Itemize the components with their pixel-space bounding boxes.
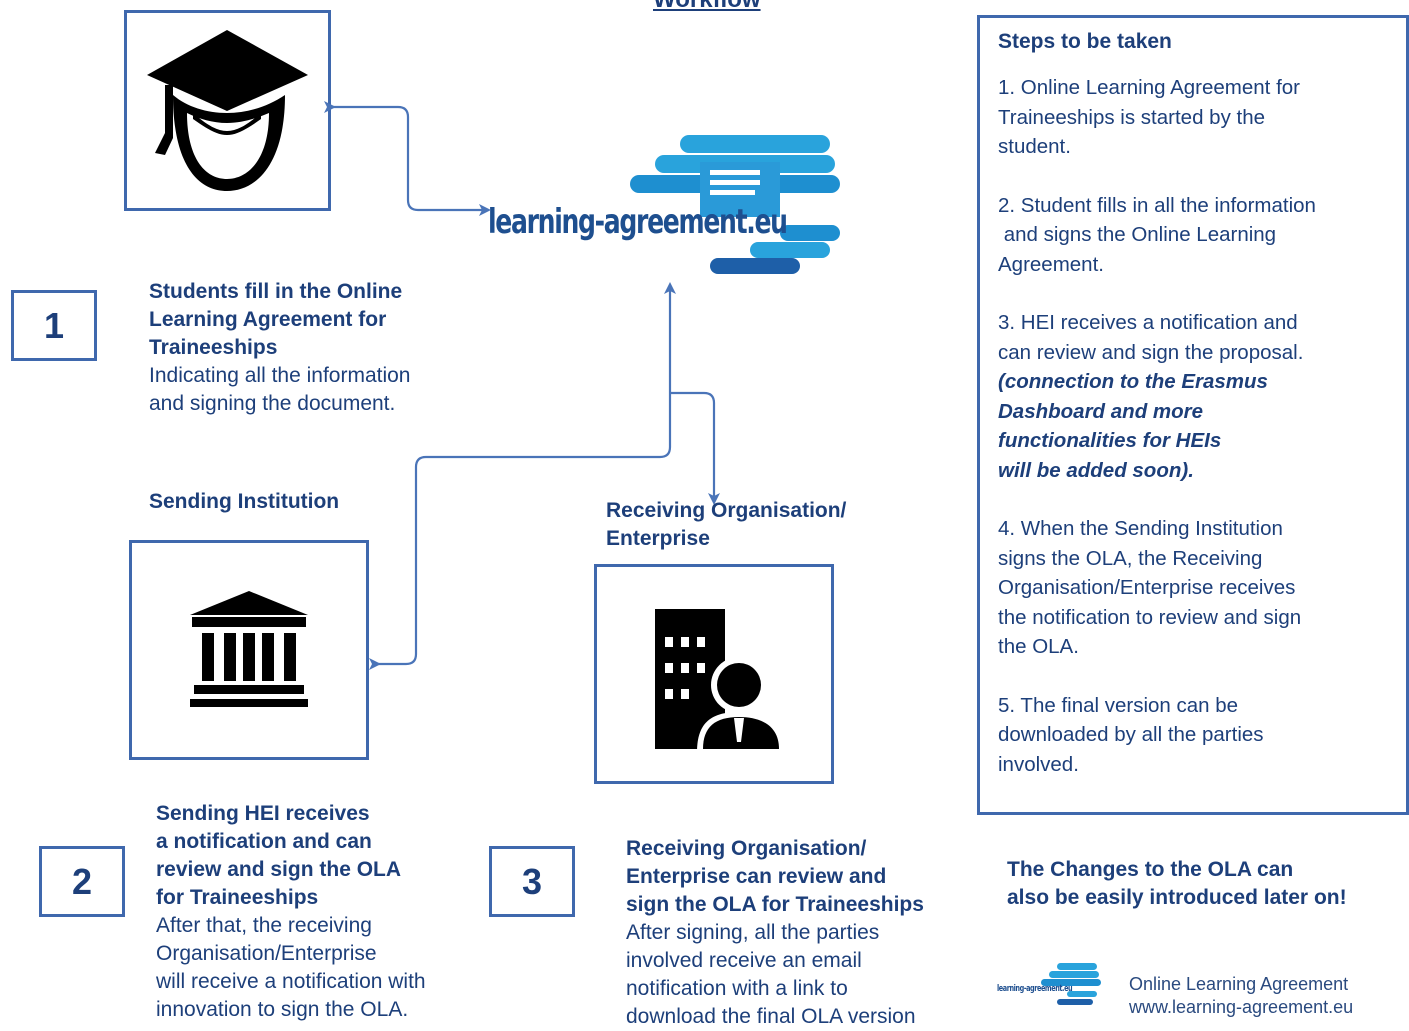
stage3-line: After signing, all the parties <box>626 921 880 944</box>
receiving-label-line: Enterprise <box>606 527 710 550</box>
arrow-student-logo <box>324 101 491 216</box>
step-number-2: 2 <box>39 846 125 917</box>
step-number-3: 3 <box>489 846 575 917</box>
stage3-bold-line: Receiving Organisation/ <box>626 837 867 860</box>
student-box <box>124 10 331 211</box>
step-2: 2. Student fills in all the information … <box>998 191 1396 280</box>
step-line: 1. Online Learning Agreement for <box>998 76 1300 99</box>
changes-note: The Changes to the OLA can also be easil… <box>1007 856 1402 912</box>
step-italic-line: Dashboard and more <box>998 399 1204 423</box>
steps-panel: Steps to be taken 1. Online Learning Agr… <box>977 15 1409 815</box>
step-1: 1. Online Learning Agreement for Trainee… <box>998 73 1396 162</box>
step-number-1: 1 <box>11 290 97 361</box>
stage2-line: Organisation/Enterprise <box>156 942 377 965</box>
page-title: Workflow <box>653 0 761 14</box>
logo-graphic <box>630 135 840 274</box>
stage2-line: innovation to sign the OLA. <box>156 998 409 1021</box>
stage1-line: Indicating all the information <box>149 364 411 387</box>
stage1-line: and signing the document. <box>149 392 396 415</box>
receiving-organisation-label: Receiving Organisation/ Enterprise <box>606 497 846 553</box>
step-italic-line: (connection to the Erasmus <box>998 370 1268 393</box>
receiving-organisation-box <box>594 564 834 784</box>
stage3-line: involved receive an email <box>626 949 862 972</box>
footer-logo-text: learning-agreement.eu <box>997 984 1073 994</box>
footer-text: Online Learning Agreement www.learning-a… <box>1129 973 1353 1019</box>
step-line: and signs the Online Learning <box>998 223 1277 246</box>
step-line: the OLA. <box>998 635 1079 658</box>
logo: learning-agreement.eu <box>480 130 850 280</box>
step-line: 5. The final version can be <box>998 693 1239 717</box>
footer-logo: learning-agreement.eu <box>995 960 1105 1010</box>
stage3-description: Receiving Organisation/ Enterprise can r… <box>626 835 976 1031</box>
stage3-bold-line: Enterprise can review and <box>626 865 887 888</box>
step-5: 5. The final version can be downloaded b… <box>998 691 1396 780</box>
stage1-bold-line: Traineeships <box>149 336 278 359</box>
step-line: Agreement. <box>998 252 1104 276</box>
step-line: can review and sign the proposal. <box>998 340 1304 364</box>
institution-icon <box>190 591 308 707</box>
step-line: 3. HEI receives a notification and <box>998 311 1298 334</box>
arrow-logo-receiving <box>670 391 720 505</box>
stage3-bold-line: sign the OLA for Traineeships <box>626 893 924 916</box>
step-line: signs the OLA, the Receiving <box>998 546 1263 570</box>
step-line: Traineeships is started by the <box>998 105 1266 129</box>
step-line: 2. Student fills in all the information <box>998 193 1316 217</box>
step-line: 4. When the Sending Institution <box>998 517 1283 540</box>
changes-line: The Changes to the OLA can <box>1007 858 1294 881</box>
footer-line-2: www.learning-agreement.eu <box>1129 997 1354 1017</box>
stage2-bold-line: review and sign the OLA <box>156 858 402 881</box>
changes-line: also be easily introduced later on! <box>1007 886 1347 909</box>
sending-institution-box <box>129 540 369 760</box>
stage1-bold-line: Learning Agreement for <box>149 308 387 331</box>
building-person-icon <box>655 609 785 752</box>
footer-logo-graphic <box>1041 963 1101 1005</box>
stage2-bold-line: Sending HEI receives <box>156 802 370 825</box>
stage1-bold-line: Students fill in the Online <box>149 280 403 303</box>
step-line: involved. <box>998 752 1079 776</box>
logo-text: learning-agreement.eu <box>488 202 788 242</box>
graduate-icon <box>147 30 308 191</box>
stage3-line: download the final OLA version <box>626 1005 916 1028</box>
sending-institution-label: Sending Institution <box>149 490 340 513</box>
step-3: 3. HEI receives a notification and can r… <box>998 308 1396 485</box>
stage1-description: Students fill in the Online Learning Agr… <box>149 278 469 418</box>
step-4: 4. When the Sending Institution signs th… <box>998 514 1396 662</box>
stage2-line: After that, the receiving <box>156 914 372 937</box>
step-line: Organisation/Enterprise receives <box>998 576 1296 599</box>
step-line: the notification to review and sign <box>998 605 1302 629</box>
stage2-description: Sending HEI receives a notification and … <box>156 800 476 1024</box>
step-line: downloaded by all the parties <box>998 723 1264 746</box>
stage3-line: notification with a link to <box>626 977 848 1000</box>
step-line: student. <box>998 135 1071 158</box>
step-italic-line: will be added soon). <box>998 458 1194 482</box>
stage2-bold-line: for Traineeships <box>156 886 319 909</box>
stage2-line: will receive a notification with <box>156 970 426 993</box>
step-italic-line: functionalities for HEIs <box>998 429 1222 452</box>
footer-line-1: Online Learning Agreement <box>1129 974 1349 994</box>
stage2-bold-line: a notification and can <box>156 830 372 853</box>
receiving-label-line: Receiving Organisation/ <box>606 499 847 522</box>
steps-title: Steps to be taken <box>998 30 1172 53</box>
